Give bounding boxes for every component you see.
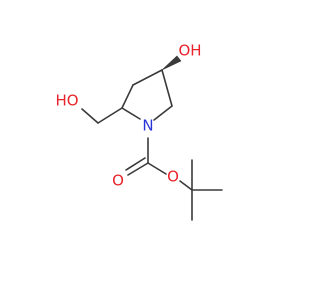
bond-carbonyl-double-2 bbox=[125, 157, 146, 171]
bond-carbonyl-c-o-ester bbox=[147, 162, 167, 175]
bond-c5-n1 bbox=[153, 105, 173, 121]
wedge-bond-c4-oh bbox=[161, 55, 182, 71]
atom-label-carbonyl-oxygen: O bbox=[112, 172, 124, 190]
bond-c2-c3 bbox=[121, 84, 134, 109]
bond-o-ester-cq bbox=[179, 180, 193, 191]
bond-ch2-oh bbox=[81, 108, 99, 124]
molecule-structure-diagram: OH HO N O O bbox=[55, 42, 223, 221]
bond-c3-c4 bbox=[132, 69, 163, 86]
atom-label-oh-hydroxyl: OH bbox=[178, 42, 201, 60]
atom-labels: OH HO N O O bbox=[55, 42, 201, 190]
bond-carbonyl-double-1 bbox=[127, 162, 149, 176]
bond-c2-ch2 bbox=[97, 107, 123, 124]
bond-n1-c2 bbox=[121, 107, 141, 120]
bond-c4-c5 bbox=[161, 69, 173, 107]
bonds bbox=[81, 55, 223, 221]
atom-label-ester-oxygen: O bbox=[167, 168, 179, 186]
atom-label-nitrogen: N bbox=[142, 117, 153, 135]
atom-label-ho-hydroxymethyl: HO bbox=[55, 92, 78, 110]
